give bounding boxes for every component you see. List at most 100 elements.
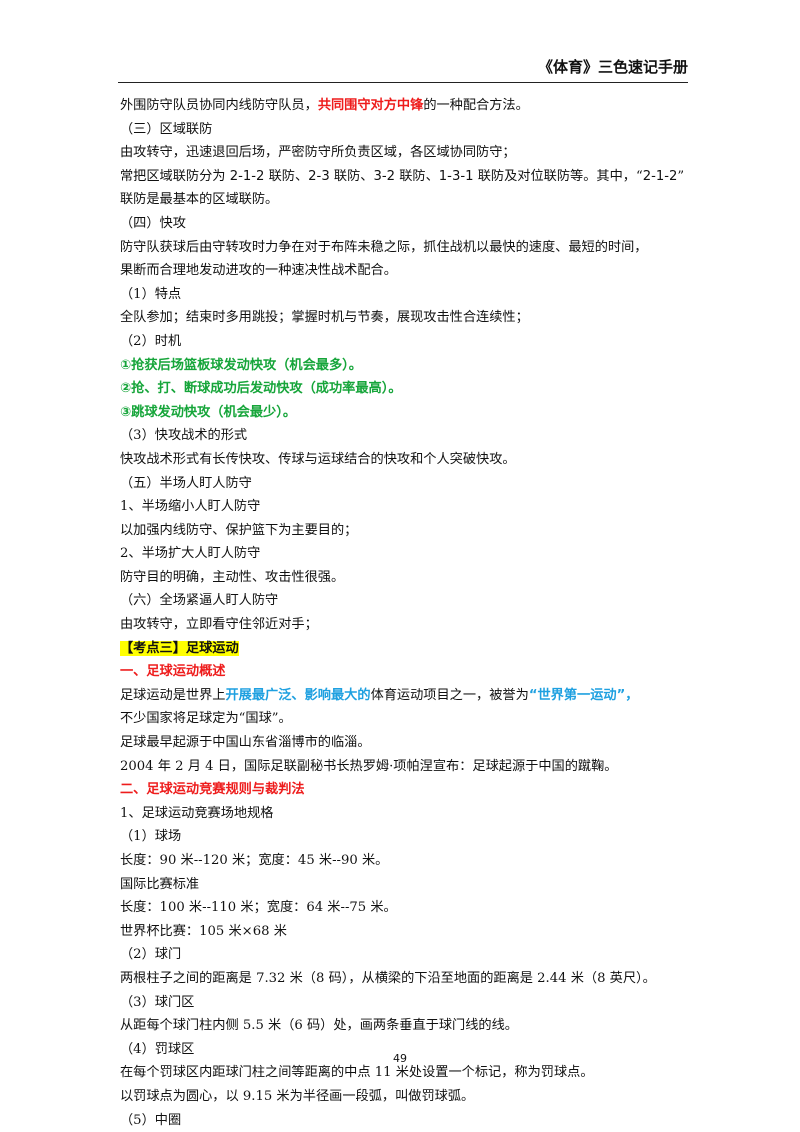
text-segment: 2-3 — [308, 168, 330, 184]
emphasis-green: ①抢获后场篮板球发动快攻（机会最多）。 — [120, 357, 362, 373]
text-line: 以罚球点为圆心，以 9.15 米为半径画一段弧，叫做罚球弧。 — [120, 1085, 695, 1109]
text-segment: 体育运动项目之一，被誉为 — [370, 687, 529, 703]
emphasis-green: ②抢、打、断球成功后发动快攻（成功率最高）。 — [120, 381, 402, 397]
text-line: 一、足球运动概述 — [120, 660, 695, 684]
emphasis-blue: 开展最广泛、影响最大的 — [225, 687, 371, 703]
emphasis-red: 一、足球运动概述 — [120, 664, 226, 680]
text-segment: 联防及对位联防等。其中，“ — [473, 168, 643, 184]
text-line: 外围防守队员协同内线防守队员，共同围守对方中锋的一种配合方法。 — [120, 94, 695, 118]
text-line: （5）中圈 — [120, 1109, 695, 1132]
text-segment: （5）中圈 — [120, 1112, 182, 1128]
text-segment: 联防、 — [395, 168, 439, 184]
text-segment: 世界杯比赛：105 米×68 米 — [120, 923, 287, 939]
text-segment: 外围防守队员协同内线防守队员， — [120, 98, 318, 113]
text-segment: 足球运动是世界上 — [120, 687, 226, 703]
text-line: 果断而合理地发动进攻的一种速决性战术配合。 — [120, 259, 695, 283]
text-line: ②抢、打、断球成功后发动快攻（成功率最高）。 — [120, 377, 695, 401]
text-line: 两根柱子之间的距离是 7.32 米（8 码），从横梁的下沿至地面的距离是 2.4… — [120, 967, 695, 991]
text-line: （3）球门区 — [120, 991, 695, 1015]
text-segment: （2）时机 — [120, 333, 182, 349]
text-segment: 从距每个球门柱内侧 5.5 米（6 码）处，画两条垂直于球门线的线。 — [120, 1018, 518, 1034]
text-segment: 防守队获球后由守转攻时力争在对于布阵未稳之际，抓住战机以最快的速度、最短的时间， — [120, 239, 648, 255]
text-line: 在每个罚球区内距球门柱之间等距离的中点 11 米处设置一个标记，称为罚球点。 — [120, 1061, 695, 1085]
page-header: 《体育》三色速记手册 — [118, 56, 688, 83]
text-line: 以加强内线防守、保护篮下为主要目的； — [120, 519, 695, 543]
text-segment: 全队参加；结束时多用跳投；掌握时机与节奏，展现攻击性合连续性； — [120, 310, 529, 326]
text-line: 1、半场缩小人盯人防守 — [120, 495, 695, 519]
text-line: （4）罚球区 — [120, 1038, 695, 1062]
text-segment: 两根柱子之间的距离是 7.32 米（8 码），从横梁的下沿至地面的距离是 2.4… — [120, 970, 656, 986]
text-segment: （3）球门区 — [120, 994, 195, 1010]
emphasis-red: 共同围守对方中锋 — [317, 98, 424, 113]
text-segment: 长度：90 米--120 米；宽度：45 米--90 米。 — [120, 853, 389, 868]
text-segment: （2）球门 — [120, 947, 182, 963]
text-line: ③跳球发动快攻（机会最少）。 — [120, 401, 695, 425]
text-line: 从距每个球门柱内侧 5.5 米（6 码）处，画两条垂直于球门线的线。 — [120, 1014, 695, 1038]
text-line: 快攻战术形式有长传快攻、传球与运球结合的快攻和个人突破快攻。 — [120, 448, 695, 472]
text-segment: 联防、 — [264, 168, 309, 184]
page-footer: 49 — [0, 1052, 800, 1065]
text-line: 足球运动是世界上开展最广泛、影响最大的体育运动项目之一，被誉为“世界第一运动”， — [120, 684, 695, 708]
text-segment: 防守目的明确，主动性、攻击性很强。 — [120, 569, 345, 585]
text-segment: （四）快攻 — [120, 215, 186, 231]
text-segment: 3-2 — [373, 168, 396, 184]
text-segment: 联防是最基本的区域联防。 — [120, 192, 279, 208]
text-segment: 足球最早起源于中国山东省淄博市的临淄。 — [120, 735, 371, 751]
text-line: 常把区域联防分为 2-1-2 联防、2-3 联防、3-2 联防、1-3-1 联防… — [120, 165, 695, 189]
text-line: （2）球门 — [120, 943, 695, 967]
text-line: （五）半场人盯人防守 — [120, 472, 695, 496]
text-line: （四）快攻 — [120, 212, 695, 236]
text-line: 长度：100 米--110 米；宽度：64 米--75 米。 — [120, 896, 695, 920]
section-heading-highlight: 【考点三】足球运动 — [120, 640, 239, 656]
text-segment: 1-3-1 — [438, 168, 474, 184]
text-line: 2、半场扩大人盯人防守 — [120, 542, 695, 566]
text-segment: 果断而合理地发动进攻的一种速决性战术配合。 — [120, 263, 397, 279]
text-line: 二、足球运动竞赛规则与裁判法 — [120, 778, 695, 802]
text-line: 国际比赛标准 — [120, 873, 695, 897]
text-segment: 以加强内线防守、保护篮下为主要目的； — [120, 522, 358, 538]
text-segment: 2004 年 2 月 4 日，国际足联副秘书长热罗姆·项帕涅宣布：足球起源于中国… — [120, 758, 618, 774]
text-line: 2004 年 2 月 4 日，国际足联副秘书长热罗姆·项帕涅宣布：足球起源于中国… — [120, 755, 695, 779]
text-segment: 以罚球点为圆心，以 9.15 米为半径画一段弧，叫做罚球弧。 — [120, 1088, 475, 1104]
text-segment: 由攻转守，迅速退回后场，严密防守所负责区域，各区域协同防守； — [120, 145, 516, 161]
text-line: （1）球场 — [120, 825, 695, 849]
text-segment: 在每个罚球区内距球门柱之间等距离的中点 11 米处设置一个标记，称为罚球点。 — [120, 1065, 594, 1081]
text-segment: （1）特点 — [120, 286, 182, 302]
text-segment: 长度：100 米--110 米；宽度：64 米--75 米。 — [120, 900, 397, 916]
text-line: 不少国家将足球定为“国球”。 — [120, 707, 695, 731]
text-segment: 2-1-2 — [642, 168, 678, 184]
page-number: 49 — [393, 1052, 407, 1065]
text-segment: 1、足球运动竞赛场地规格 — [120, 805, 274, 821]
text-segment: 由攻转守，立即看守住邻近对手； — [120, 617, 318, 633]
text-line: （六）全场紧逼人盯人防守 — [120, 589, 695, 613]
text-line: （三）区域联防 — [120, 118, 695, 142]
text-segment: 2-1-2 — [229, 168, 265, 184]
text-segment: （3）快攻战术的形式 — [120, 428, 248, 444]
text-segment: 常把区域联防分为 — [120, 168, 230, 184]
text-line: 防守目的明确，主动性、攻击性很强。 — [120, 566, 695, 590]
text-segment: （1）球场 — [120, 829, 182, 845]
emphasis-blue: “世界第一运动”， — [528, 687, 639, 703]
text-segment: （4）罚球区 — [120, 1041, 195, 1057]
text-segment: （三）区域联防 — [120, 121, 213, 137]
text-line: 足球最早起源于中国山东省淄博市的临淄。 — [120, 731, 695, 755]
text-line: （1）特点 — [120, 283, 695, 307]
text-line: ①抢获后场篮板球发动快攻（机会最多）。 — [120, 354, 695, 378]
text-line: 1、足球运动竞赛场地规格 — [120, 802, 695, 826]
text-line: 全队参加；结束时多用跳投；掌握时机与节奏，展现攻击性合连续性； — [120, 306, 695, 330]
text-line: （2）时机 — [120, 330, 695, 354]
text-line: 防守队获球后由守转攻时力争在对于布阵未稳之际，抓住战机以最快的速度、最短的时间， — [120, 236, 695, 260]
text-line: 联防是最基本的区域联防。 — [120, 188, 695, 212]
document-body: 外围防守队员协同内线防守队员，共同围守对方中锋的一种配合方法。 （三）区域联防由攻… — [120, 94, 695, 1132]
text-segment: （五）半场人盯人防守 — [120, 475, 252, 491]
text-segment: ” — [677, 168, 685, 184]
text-segment: 1、半场缩小人盯人防守 — [120, 499, 261, 515]
text-line: 【考点三】足球运动 — [120, 637, 695, 661]
header-title: 《体育》三色速记手册 — [537, 58, 688, 76]
emphasis-red: 二、足球运动竞赛规则与裁判法 — [120, 782, 305, 798]
text-segment: 2、半场扩大人盯人防守 — [120, 546, 261, 562]
text-segment: 快攻战术形式有长传快攻、传球与运球结合的快攻和个人突破快攻。 — [120, 451, 516, 467]
text-segment: 联防、 — [329, 168, 374, 184]
text-line: 由攻转守，立即看守住邻近对手； — [120, 613, 695, 637]
text-segment: 不少国家将足球定为“国球”。 — [120, 711, 292, 727]
